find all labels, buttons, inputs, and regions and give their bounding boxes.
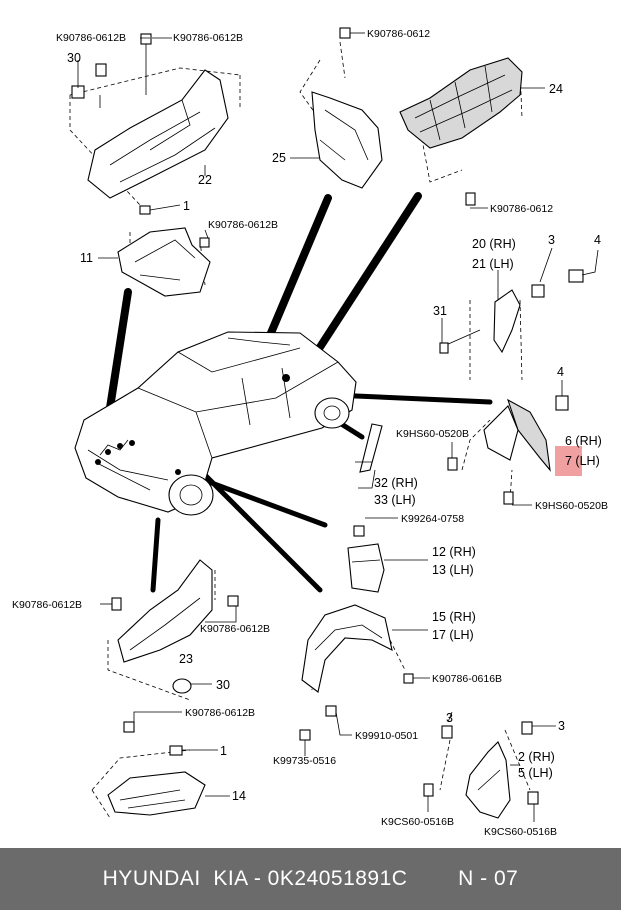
part-code-label: K9CS60-0516B — [484, 826, 557, 838]
reference-number: 22 — [198, 173, 212, 187]
part-code-label: K90786-0612B — [12, 599, 82, 611]
reference-number: 2 (RH) — [518, 750, 555, 764]
bracket-12-13 — [347, 525, 385, 593]
part-code-label: K9HS60-0520B — [396, 428, 469, 440]
reference-number: 1 — [220, 744, 227, 758]
reference-number: 15 (RH) — [432, 610, 476, 624]
heat-protector-24 — [399, 57, 523, 206]
part-code-label: K90786-0612B — [56, 32, 126, 44]
reference-number: 13 (LH) — [432, 563, 474, 577]
reference-number: 7 (LH) — [565, 454, 600, 468]
reference-number: 4 — [557, 365, 564, 379]
reference-number: 25 — [272, 151, 286, 165]
part-code-label: K90786-0612 — [367, 28, 430, 40]
reference-number: 3 — [548, 233, 555, 247]
part-code-label: K90786-0612B — [200, 623, 270, 635]
reference-number: 3 — [446, 711, 453, 725]
reference-number: 24 — [549, 82, 563, 96]
reference-number: 21 (LH) — [472, 257, 514, 271]
heat-shield-25 — [299, 27, 383, 189]
page-number: N - 07 — [458, 867, 519, 890]
mud-guard-2-5 — [423, 721, 539, 819]
part-code-label: K90786-0612 — [490, 203, 553, 215]
reference-number: 4 — [594, 233, 601, 247]
reference-number: 20 (RH) — [472, 237, 516, 251]
splash-guard-6-7 — [447, 395, 582, 505]
reference-number: 3 — [558, 719, 565, 733]
part-code-label: K90786-0612B — [208, 219, 278, 231]
reference-number: 12 (RH) — [432, 545, 476, 559]
engine-undercover-22 — [69, 33, 241, 206]
part-code-label: K9CS60-0516B — [381, 816, 454, 828]
reference-number: 6 (RH) — [565, 434, 602, 448]
reference-number: 31 — [433, 304, 447, 318]
part-code-label: K90786-0612B — [185, 707, 255, 719]
part-code-label: K90786-0616B — [432, 673, 502, 685]
part-code-label: K99264-0758 — [401, 513, 464, 525]
callout-labels: K90786-0612B K90786-0612B 30 22 1 11 K90… — [12, 28, 608, 838]
leader-lines — [77, 32, 599, 822]
part-number-title: HYUNDAI KIA - 0K24051891C — [102, 867, 408, 890]
car-body — [74, 331, 357, 516]
callout-highlight — [555, 446, 582, 476]
bracket-20-21 — [439, 269, 584, 381]
exploded-parts-diagram: K90786-0612B K90786-0612B 30 22 1 11 K90… — [12, 27, 608, 838]
reference-number: 30 — [67, 51, 81, 65]
part-code-label: K99735-0516 — [273, 755, 336, 767]
reference-number: 14 — [232, 789, 246, 803]
reference-number: 1 — [183, 199, 190, 213]
reference-number: 17 (LH) — [432, 628, 474, 642]
wheel-house-liner-15-17 — [299, 604, 414, 741]
reference-number: 5 (LH) — [518, 766, 553, 780]
part-code-label: K99910-0501 — [355, 730, 418, 742]
reference-number: 23 — [179, 652, 193, 666]
part-code-label: K9HS60-0520B — [535, 500, 608, 512]
reference-number: 33 (LH) — [374, 493, 416, 507]
undercover-14 — [91, 721, 206, 819]
bracket-11 — [117, 205, 211, 297]
molding-32-33 — [355, 423, 383, 473]
bracket-23 — [107, 559, 239, 701]
catalog-footer-bar: HYUNDAI KIA - 0K24051891C N - 07 — [0, 848, 621, 910]
part-code-label: K90786-0612B — [173, 32, 243, 44]
footer-spacer — [407, 867, 458, 891]
reference-number: 30 — [216, 678, 230, 692]
reference-number: 11 — [80, 251, 93, 265]
reference-number: 32 (RH) — [374, 476, 418, 490]
